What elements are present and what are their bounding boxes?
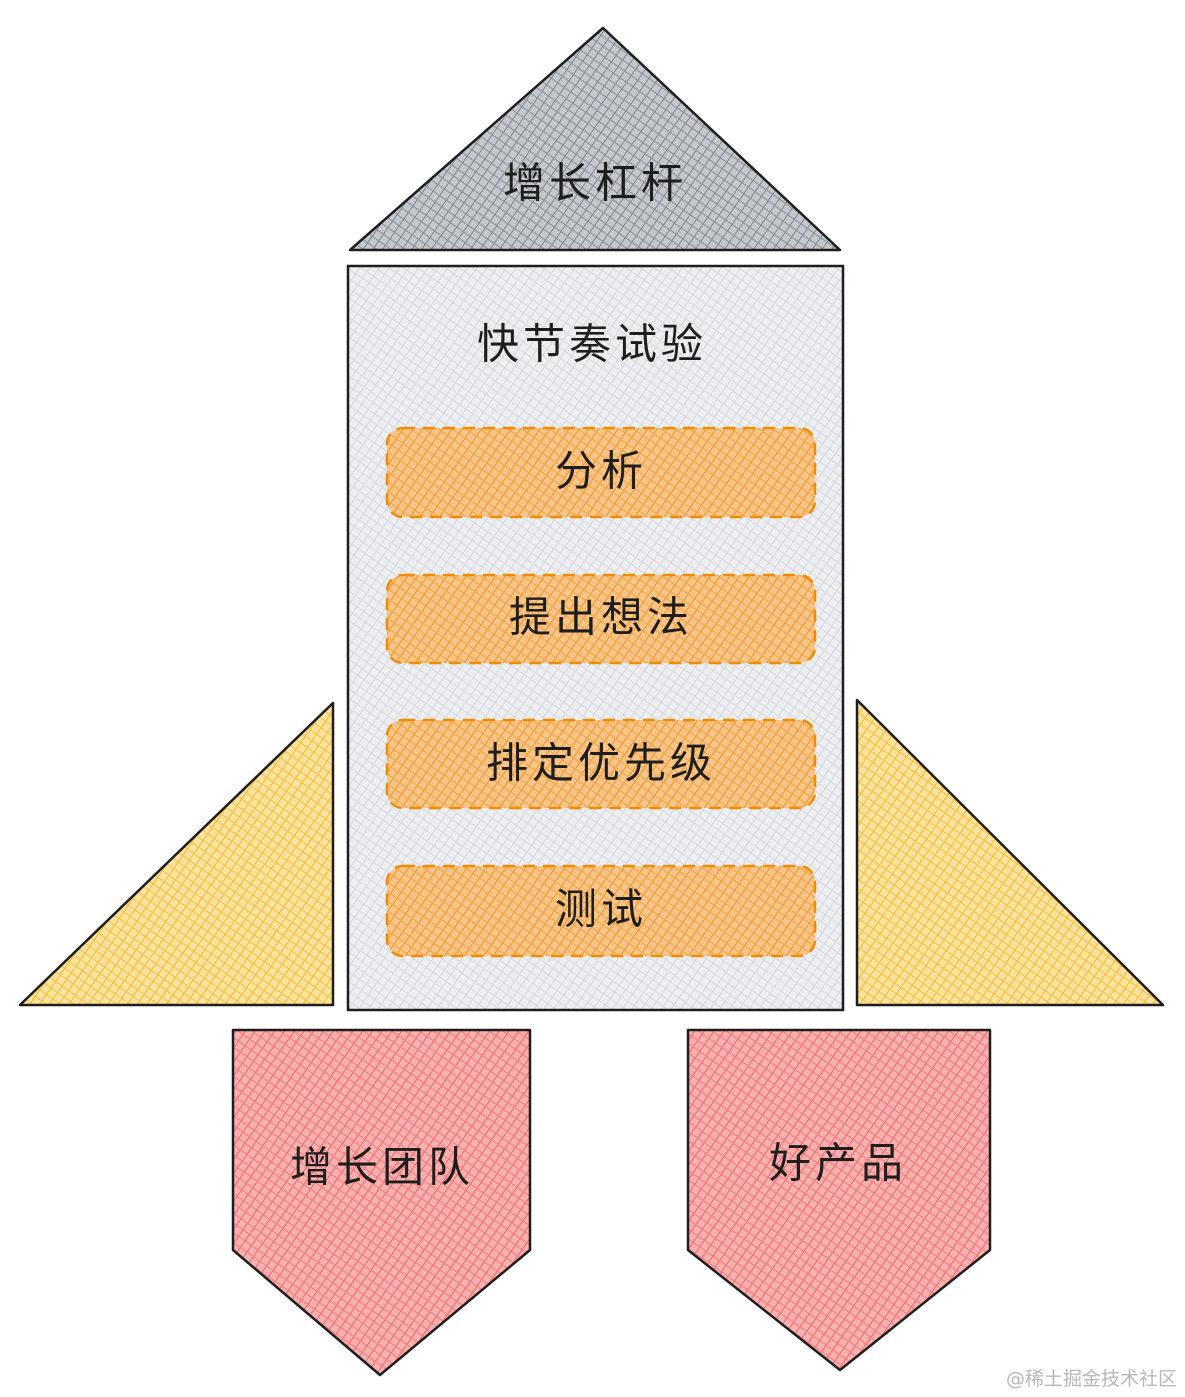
step-analyze: 分析: [385, 426, 817, 519]
left-fin: [18, 701, 335, 1007]
step-label: 分析: [555, 447, 647, 496]
booster-label: 增长团队: [290, 1143, 474, 1192]
step-prioritize: 排定优先级: [385, 718, 817, 810]
booster-label: 好产品: [769, 1139, 907, 1188]
step-label: 提出想法: [509, 593, 693, 642]
roof: 增长杠杆: [348, 26, 842, 252]
body-title: 快节奏试验: [477, 320, 707, 369]
booster-good-product: 好产品: [686, 1028, 992, 1372]
roof-triangle: [348, 26, 842, 252]
step-label: 测试: [555, 885, 647, 934]
watermark: @稀土掘金技术社区: [1005, 1368, 1177, 1390]
right-fin: [855, 698, 1165, 1007]
booster-growth-team: 增长团队: [231, 1028, 532, 1377]
step-test: 测试: [385, 864, 817, 958]
step-label: 排定优先级: [486, 739, 716, 788]
rocket-body: 快节奏试验 分析 提出想法 排定优先级 测试: [346, 264, 845, 1012]
step-ideate: 提出想法: [385, 573, 817, 665]
roof-label: 增长杠杆: [503, 159, 687, 208]
